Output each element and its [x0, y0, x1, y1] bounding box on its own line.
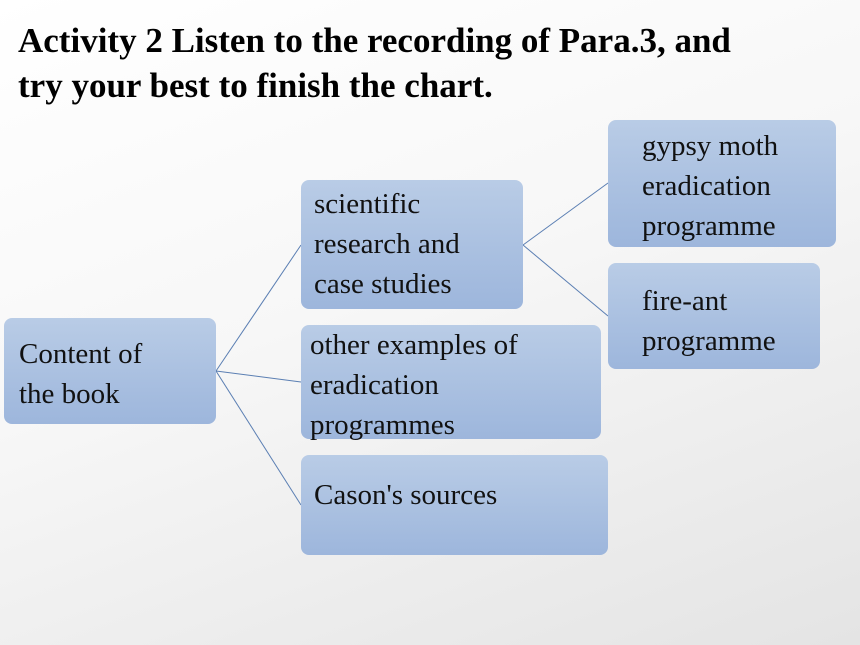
connector-research-to-gypsy-moth	[522, 182, 609, 246]
node-content-of-the-book: Content of the book	[4, 318, 216, 424]
node-other-examples: other examples of eradication programmes	[301, 325, 601, 441]
node-line: Content of	[19, 338, 143, 370]
node-scientific-research: scientific research and case studies	[301, 180, 523, 309]
node-line: eradication	[310, 369, 439, 401]
node-line: programme	[642, 325, 776, 357]
title-line-2: try your best to finish the chart.	[18, 66, 493, 105]
slide-title: Activity 2 Listen to the recording of Pa…	[18, 18, 848, 108]
connector-research-to-fire-ant	[522, 244, 609, 317]
node-cason-sources: Cason's sources	[301, 455, 608, 555]
node-gypsy-moth-programme: gypsy moth eradication programme	[608, 120, 836, 247]
node-line: programmes	[310, 409, 455, 441]
node-line: the book	[19, 378, 120, 410]
node-line: programme	[642, 210, 776, 242]
connector-root-to-other-examples	[215, 370, 302, 383]
title-line-1: Activity 2 Listen to the recording of Pa…	[18, 21, 731, 60]
node-line: Cason's sources	[314, 479, 498, 511]
node-fire-ant-programme: fire-ant programme	[608, 263, 820, 369]
node-line: gypsy moth	[642, 130, 779, 162]
node-line: fire-ant	[642, 285, 728, 317]
node-line: scientific	[314, 188, 421, 220]
node-line: eradication	[642, 170, 771, 202]
node-line: other examples of	[310, 329, 518, 361]
connector-root-to-research	[215, 244, 302, 372]
node-line: research and	[314, 228, 460, 260]
connector-root-to-cason-sources	[215, 370, 302, 506]
node-line: case studies	[314, 268, 452, 300]
